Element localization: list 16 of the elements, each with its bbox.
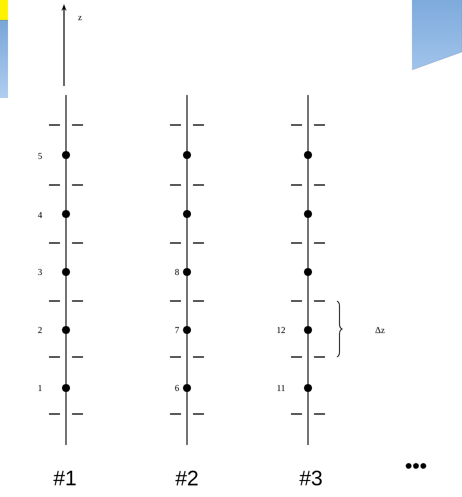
node-number: 4	[38, 212, 42, 218]
axis-label: z	[78, 16, 82, 20]
spacing-label: Δz	[375, 327, 385, 333]
node-number: 6	[175, 384, 179, 392]
column-label: #1	[53, 470, 76, 486]
ellipsis: •••	[406, 463, 426, 469]
column-label: #3	[299, 470, 322, 486]
node-number: 11	[277, 385, 285, 391]
node-number: 7	[175, 327, 179, 333]
column-label: #2	[175, 470, 198, 486]
node-number: 5	[38, 153, 42, 159]
node-number: 1	[38, 385, 42, 391]
node-number: 8	[175, 268, 179, 276]
node-number: 2	[38, 327, 42, 333]
node-number: 3	[38, 268, 42, 276]
node-number: 12	[277, 327, 285, 333]
